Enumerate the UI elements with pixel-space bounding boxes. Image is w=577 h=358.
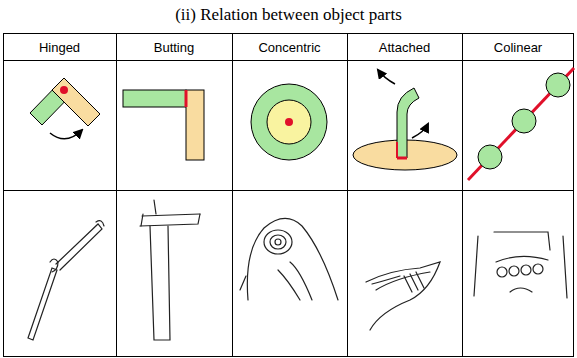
column-header: Hinged [39,40,80,55]
column-header: Colinear [494,40,542,55]
attached-figure [353,70,457,170]
column-header: Butting [154,40,194,55]
hinged-figure [30,78,100,139]
colinear-figure [468,68,574,180]
figure-title: (ii) Relation between object parts [175,5,402,25]
butting-figure [123,90,204,160]
column-header: Concentric [258,40,320,55]
concentric-figure [251,84,327,160]
column-header: Attached [379,40,430,55]
table-grid [4,34,574,357]
sketch-row [28,200,567,340]
